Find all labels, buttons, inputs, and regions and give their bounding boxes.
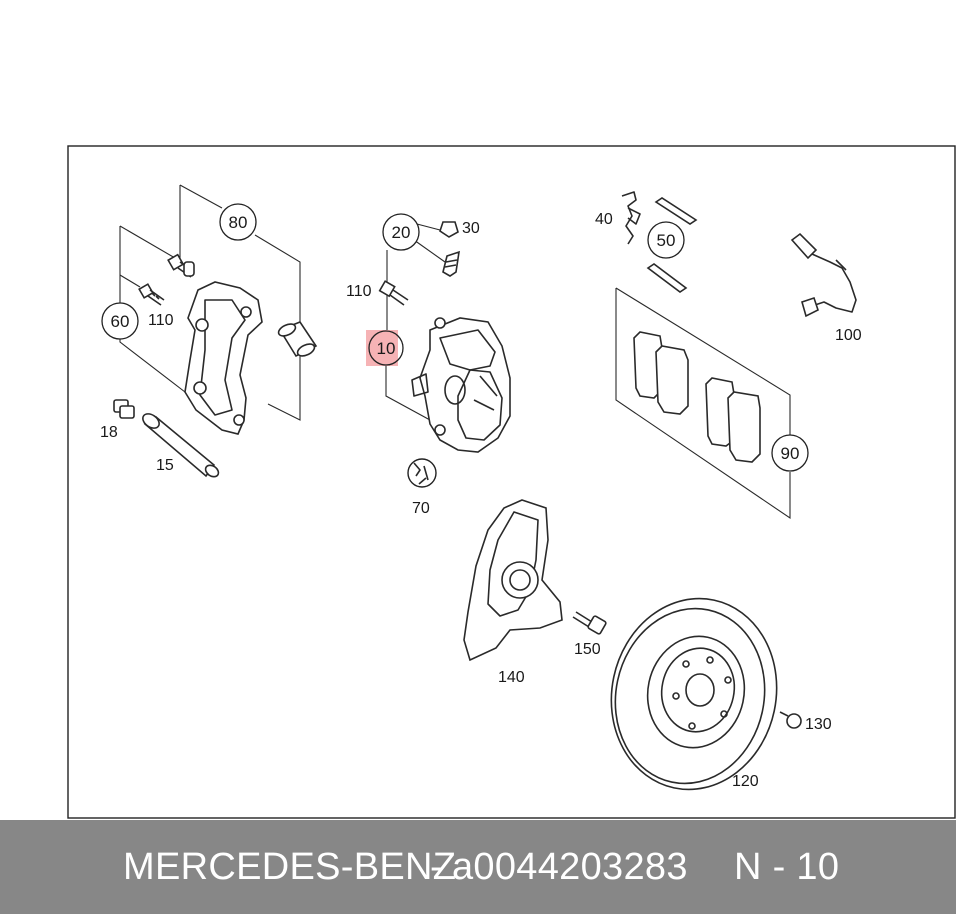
wrench-icon [407,458,437,488]
highlight-box [366,330,398,366]
callout-20[interactable]: 20 [382,213,420,251]
brand-name: MERCEDES-BENZ [123,845,457,888]
label-110-center: 110 [346,283,372,300]
diagram-position: N - 10 [734,845,840,888]
brake-caliper [411,317,511,453]
brake-disc-120 [610,597,778,791]
bolt-110-left [138,283,165,306]
bolt-top-bracket [167,253,195,278]
callout-60-label: 60 [111,312,130,331]
callout-80-label: 80 [229,213,248,232]
label-110-left: 110 [148,312,174,329]
parts-diagram: 80 60 110 18 15 [67,145,956,819]
footer-separator: - [430,845,443,888]
nut-30 [439,221,459,238]
label-40: 40 [595,211,613,228]
callout-10-label: 10 [377,339,396,358]
callout-50-label: 50 [657,231,676,250]
label-18: 18 [100,424,118,441]
callout-90-label: 90 [781,444,800,463]
brake-pads-90 [633,331,761,463]
label-30: 30 [462,220,480,237]
caliper-bracket [184,281,263,435]
part-info-footer: MERCEDES-BENZ - a0044203283 N - 10 [0,820,956,914]
part-number: a0044203283 [452,845,688,888]
pin-15 [142,413,220,478]
callout-50[interactable]: 50 [647,221,685,259]
screw-130 [779,711,802,729]
callout-90[interactable]: 90 [771,434,809,472]
bolt-110-center [378,280,409,306]
spring-clip-40 [621,191,641,245]
label-100: 100 [835,327,862,344]
label-70: 70 [412,500,430,517]
retaining-pins-50 [646,197,698,293]
callout-60[interactable]: 60 [101,302,139,340]
pads-group-lines [615,287,791,520]
label-140: 140 [498,669,525,686]
label-15: 15 [156,457,174,474]
label-130: 130 [805,716,832,733]
bleeder-screw [442,250,460,277]
callout-80[interactable]: 80 [219,203,257,241]
label-120: 120 [732,773,759,790]
dust-shield-140 [463,499,563,662]
callout-20-label: 20 [392,223,411,242]
wear-sensor-100 [790,232,857,318]
callout-10-highlighted[interactable]: 10 [366,330,404,366]
bolt-150 [572,611,607,635]
nut-18 [113,399,135,419]
label-150: 150 [574,641,601,658]
diagram-frame [67,145,956,819]
guide-pin [277,321,318,358]
caliper-group-lines [385,223,446,421]
